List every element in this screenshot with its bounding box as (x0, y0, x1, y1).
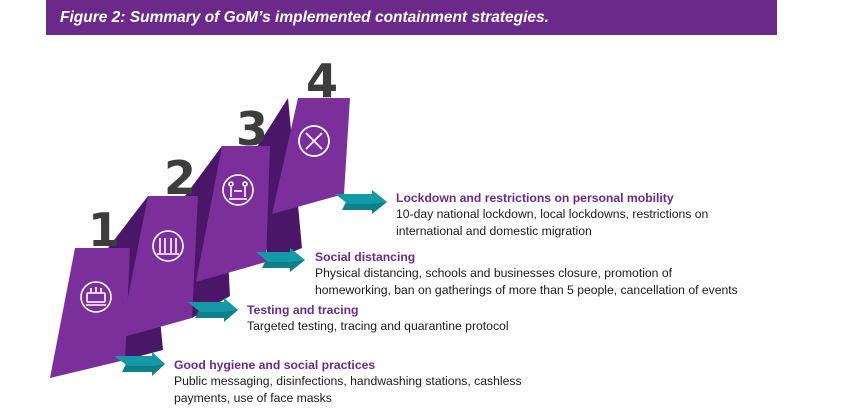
step-desc-4-line-2: international and domestic migration (396, 223, 592, 238)
step-desc-3-line-1: Physical distancing, schools and busines… (315, 266, 673, 280)
step-panel-3 (196, 146, 270, 282)
figure-title: Figure 2: Summary of GoM’s implemented c… (60, 9, 549, 26)
step-number-3: 3 (236, 102, 268, 156)
arrow-1 (114, 352, 165, 376)
step-text-1: Good hygiene and social practices Public… (174, 357, 522, 406)
step-desc-2-line-1: Targeted testing, tracing and quarantine… (247, 319, 509, 333)
step-text-2: Testing and tracing Targeted testing, tr… (247, 302, 509, 335)
step-panel-1 (50, 248, 130, 378)
step-number-2: 2 (164, 151, 196, 205)
step-title-3: Social distancing (315, 250, 416, 264)
hygiene-icon (80, 281, 112, 313)
step-title-2: Testing and tracing (247, 303, 359, 317)
step-desc-1-line-2: payments, use of face masks (174, 390, 332, 405)
step-text-4: Lockdown and restrictions on personal mo… (396, 190, 708, 239)
step-title-1: Good hygiene and social practices (174, 358, 376, 372)
arrow-2 (188, 298, 238, 322)
step-title-4: Lockdown and restrictions on personal mo… (396, 191, 674, 205)
step-text-3: Social distancing Physical distancing, s… (315, 249, 738, 298)
step-desc-4-line-1: 10-day national lockdown, local lockdown… (396, 207, 709, 221)
step-number-1: 1 (88, 203, 120, 257)
distancing-icon (222, 174, 254, 206)
figure-banner: Figure 2: Summary of GoM’s implemented c… (46, 0, 777, 35)
step-panel-2 (120, 196, 198, 338)
step-desc-3-line-2: homeworking, ban on gatherings of more t… (315, 282, 738, 297)
test-tubes-icon (152, 230, 184, 262)
arrow-3 (256, 248, 305, 272)
lockdown-icon (298, 125, 330, 157)
step-desc-1-line-1: Public messaging, disinfections, handwas… (174, 374, 522, 388)
step-number-4: 4 (306, 54, 338, 108)
arrow-4 (335, 190, 387, 214)
